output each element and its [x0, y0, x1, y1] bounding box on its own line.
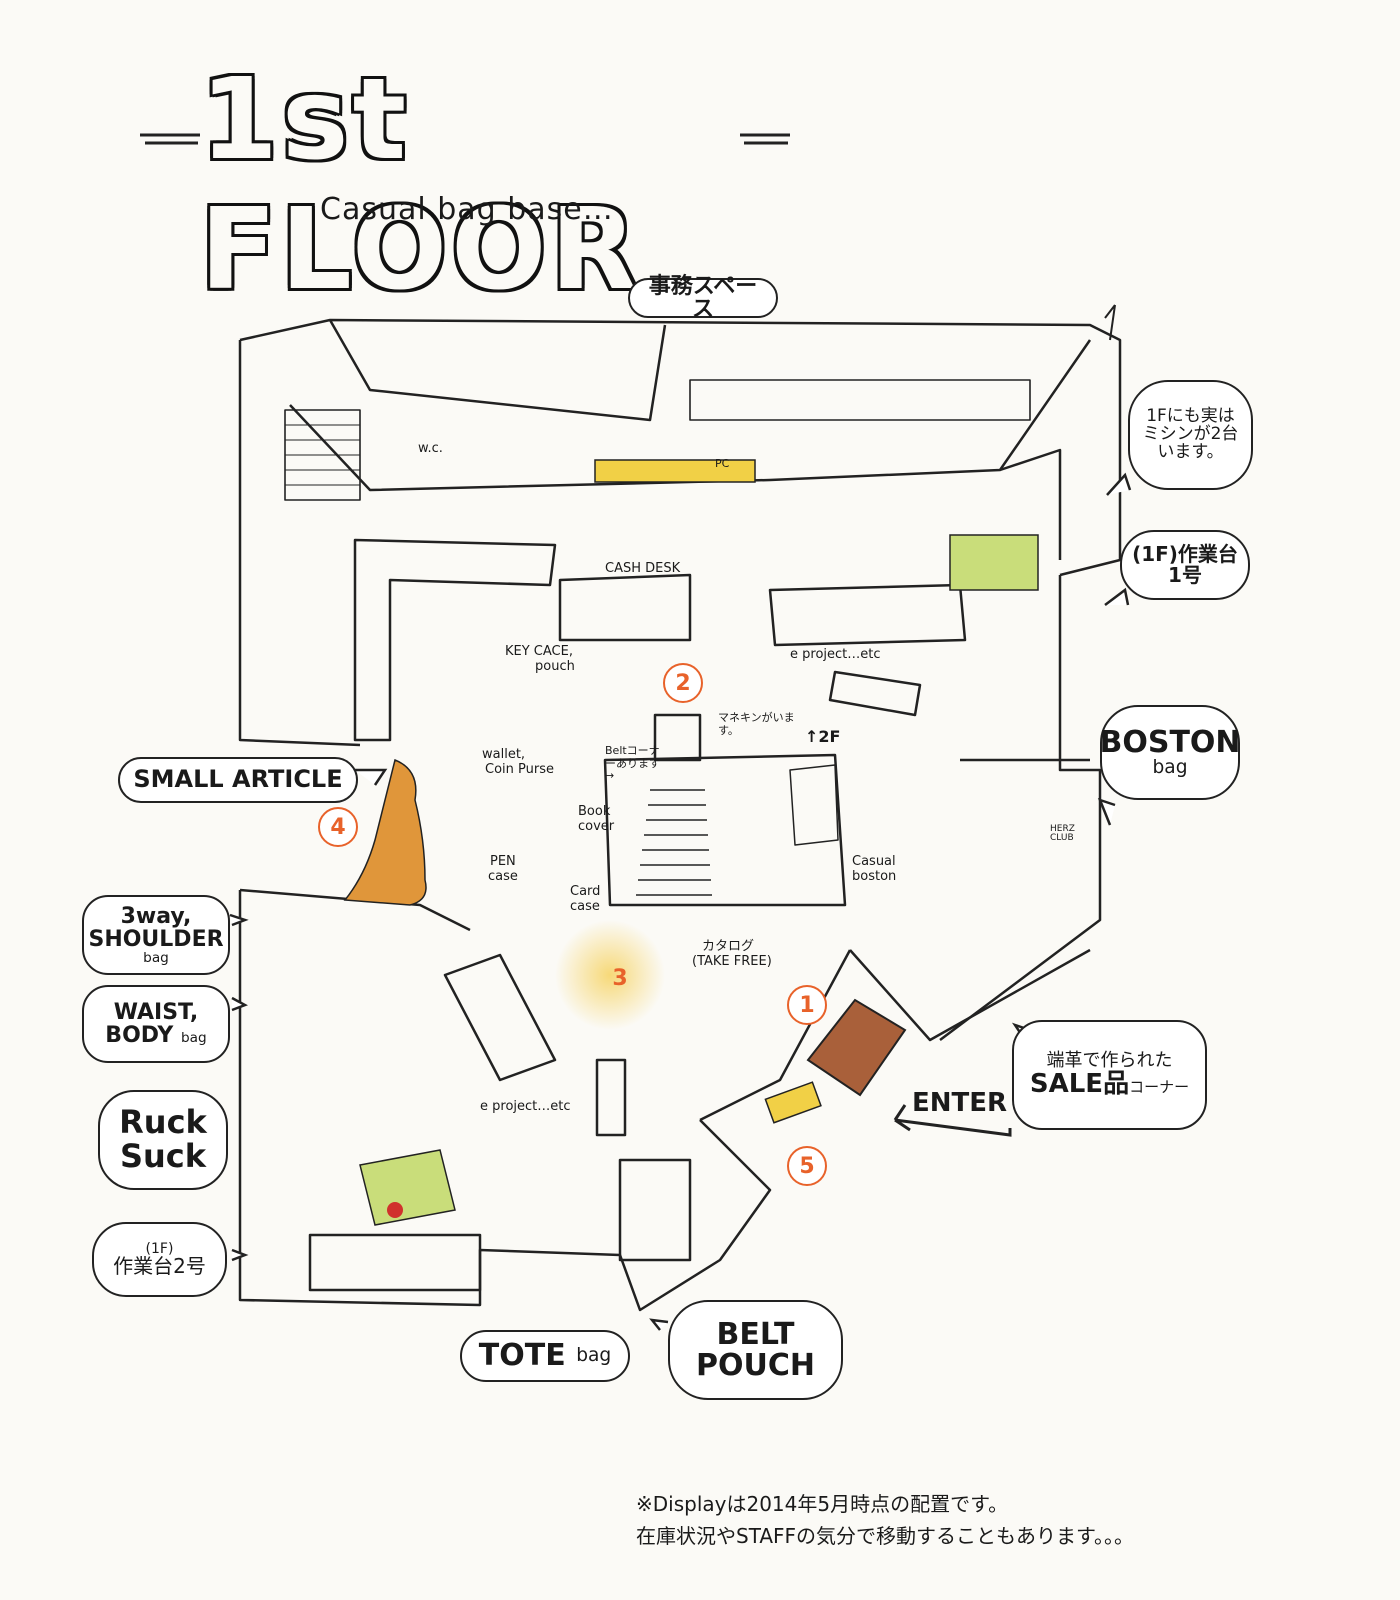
back-wall: [239, 318, 1122, 577]
footnote-line-1: ※Displayは2014年5月時点の配置です。: [636, 1492, 1009, 1516]
ruck-label: Ruck: [119, 1103, 207, 1142]
office-space-label: 事務スペース: [648, 273, 758, 322]
sale-sub-label: コーナー: [1129, 1077, 1190, 1096]
marker-5: 5: [787, 1146, 827, 1186]
rucksack-bubble: Ruck Suck: [98, 1090, 228, 1190]
cash-desk-label: CASH DESK: [605, 561, 681, 576]
title-dashes: [140, 133, 790, 145]
boston-label: BOSTON: [1099, 724, 1241, 760]
sale-tag: [764, 1081, 822, 1124]
right-wall: [939, 575, 1102, 1041]
shoulder-bag-bubble: 3way, SHOULDER bag: [82, 895, 230, 975]
workbench-2-bubble: (1F) 作業台2号: [92, 1222, 227, 1297]
pc-label: PC: [715, 457, 730, 470]
office-space-bubble: 事務スペース: [628, 273, 778, 322]
small-article-shelf: [353, 538, 557, 742]
project-label-right: e project…etc: [790, 647, 881, 662]
entrance-mat: [806, 998, 907, 1097]
coin-purse-label: Coin Purse: [485, 762, 554, 777]
pouch-label: POUCH: [696, 1348, 815, 1383]
footnote-line-2: 在庫状況やSTAFFの気分で移動することもあります。。。: [636, 1524, 1135, 1548]
workbench-1-bubble: (1F)作業台1号: [1120, 530, 1250, 600]
north-arrow: [1104, 304, 1116, 341]
sale-top-label: 端革で作られた: [1046, 1049, 1173, 1071]
entrance-path: [699, 949, 852, 1122]
mannequin-label: マネキンがいます。: [718, 711, 795, 737]
bench: [828, 670, 922, 717]
sale-main-label: SALE品: [1029, 1068, 1130, 1099]
left-upper-wall: [238, 340, 361, 747]
workbench-1: [949, 534, 1039, 591]
project-table: [443, 953, 557, 1082]
sewing-machine-label: 1Fにも実はミシンが2台います。: [1142, 406, 1239, 462]
wallet-label: wallet,: [482, 747, 526, 762]
book-cover-label: Book cover: [578, 804, 615, 834]
workbench-2-top-label: (1F): [145, 1240, 174, 1257]
sale-display: [849, 948, 1091, 1042]
sale-corner-bubble: 端革で作られた SALE品コーナー: [1012, 1020, 1207, 1130]
small-article-bubble: SMALL ARTICLE: [118, 757, 358, 803]
waist-label: WAIST,: [113, 999, 199, 1025]
herz-club-label: HERZ CLUB: [1050, 824, 1075, 843]
three-way-label: 3way,: [120, 903, 192, 929]
take-free-label: (TAKE FREE): [692, 954, 772, 969]
page-title: 1st FLOOR: [200, 55, 641, 315]
to-2f-label: ↑2F: [805, 727, 841, 746]
project-label-center: e project…etc: [480, 1099, 571, 1114]
office-partition: [328, 319, 667, 422]
page-subtitle: Casual bag base…: [320, 192, 614, 227]
pen-label: PEN: [490, 854, 516, 869]
belt-label: BELT: [716, 1316, 795, 1352]
marker-2: 2: [663, 663, 703, 703]
marker-3: 3: [612, 965, 628, 991]
casual-boston-label: Casual boston: [852, 854, 897, 884]
shoulder-sub-label: bag: [143, 949, 169, 966]
title-block: 1st FLOOR: [140, 55, 820, 315]
key-case-label: KEY CACE,: [505, 644, 573, 659]
boston-bag-bubble: BOSTON bag: [1099, 705, 1241, 800]
waist-body-bubble: WAIST, BODY bag: [82, 985, 230, 1063]
sewing-machine-bubble: 1Fにも実はミシンが2台います。: [1128, 380, 1253, 490]
workbench-2: [359, 1149, 456, 1226]
staircase-block: [603, 753, 847, 907]
shoulder-label: SHOULDER: [88, 926, 224, 952]
workbench-1-label: (1F)作業台1号: [1132, 542, 1238, 587]
red-ball: [387, 1202, 403, 1218]
marker-1: 1: [787, 985, 827, 1025]
pen-case-label: case: [488, 869, 518, 884]
small-article-label: SMALL ARTICLE: [133, 765, 343, 794]
register-box: [618, 1158, 692, 1262]
pillar: [595, 1058, 627, 1137]
key-pouch-label: pouch: [535, 659, 575, 674]
card-case-label: Card case: [570, 884, 601, 914]
marker-4: 4: [318, 807, 358, 847]
wc-label: w.c.: [418, 441, 443, 456]
lower-rug: [308, 1233, 482, 1292]
tote-bag-bubble: TOTE bag: [460, 1330, 630, 1382]
footnote: ※Displayは2014年5月時点の配置です。 在庫状況やSTAFFの気分で移…: [636, 1488, 1134, 1552]
workbench-2-label: 作業台2号: [113, 1254, 206, 1279]
belt-pouch-bubble: BELT POUCH: [668, 1300, 843, 1400]
office-floor: [289, 339, 1092, 492]
boston-sub-label: bag: [1152, 757, 1188, 779]
suck-label: Suck: [119, 1137, 207, 1175]
enter-arrow: [893, 1104, 1012, 1137]
cash-desk: [558, 573, 692, 642]
tote-label: TOTE: [478, 1338, 566, 1374]
office-desk: [594, 459, 756, 483]
body-label: BODY: [105, 1023, 174, 1048]
body-sub-label: bag: [181, 1030, 207, 1046]
tote-sub-label: bag: [576, 1345, 612, 1367]
enter-label: ENTER: [912, 1088, 1008, 1118]
mannequin-dress: [343, 758, 427, 906]
project-table-right: [768, 583, 967, 647]
catalog-label: カタログ: [702, 939, 755, 954]
spotlight-3: [555, 920, 665, 1030]
belt-corner-label: Beltコーナーあります→: [605, 744, 660, 783]
